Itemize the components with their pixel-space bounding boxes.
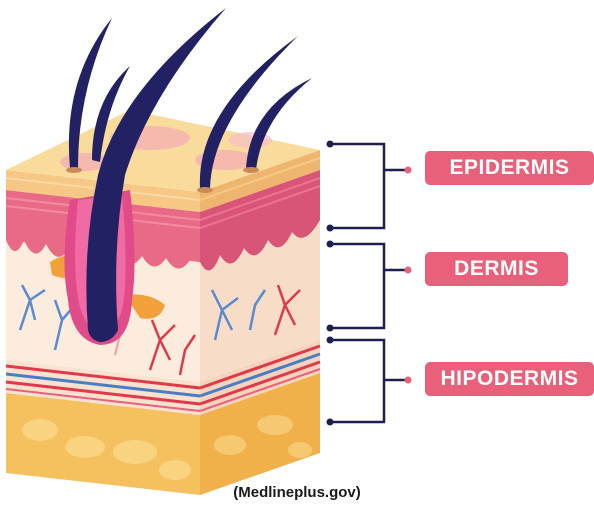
bracket-dot: [327, 419, 334, 426]
dermis-bracket: [330, 244, 408, 328]
bracket-dot: [327, 325, 334, 332]
hypodermis-bracket: [330, 340, 408, 422]
source-caption: (Medlineplus.gov): [0, 484, 594, 501]
bracket-dot: [327, 337, 334, 344]
bracket-dot: [327, 225, 334, 232]
bracket-dot: [405, 267, 412, 274]
hipodermis-label: HIPODERMIS: [425, 362, 594, 396]
epidermis-label: EPIDERMIS: [425, 151, 594, 185]
bracket-dot: [327, 141, 334, 148]
bracket-dot: [327, 241, 334, 248]
epidermis-bracket: [330, 144, 408, 228]
bracket-dot: [405, 167, 412, 174]
dermis-label: DERMIS: [425, 252, 568, 286]
bracket-dot: [405, 377, 412, 384]
